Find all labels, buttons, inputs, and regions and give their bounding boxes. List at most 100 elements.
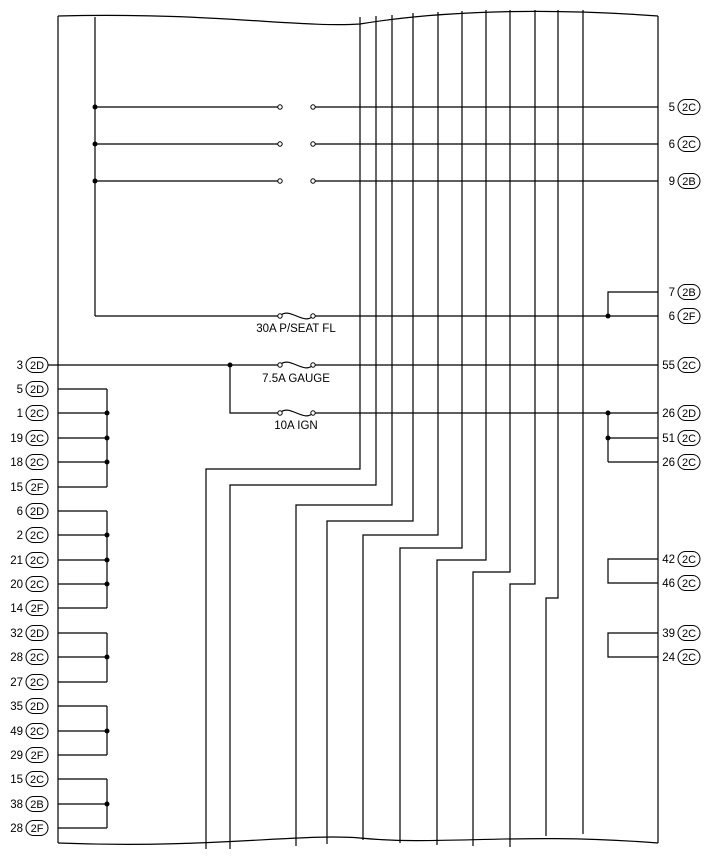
connector-id: 2C bbox=[30, 457, 44, 469]
pin-number: 55 bbox=[662, 360, 675, 372]
left-connector-11: 32 2D bbox=[10, 625, 49, 641]
pin-number: 3 bbox=[17, 360, 23, 372]
connector-id: 2C bbox=[682, 139, 696, 151]
pin-number: 28 bbox=[10, 652, 23, 664]
fuse-label-30a: 30A P/SEAT FL bbox=[256, 323, 336, 335]
pin-number: 21 bbox=[10, 555, 23, 567]
connector-id: 2D bbox=[30, 360, 44, 372]
connector-capsule bbox=[677, 99, 701, 115]
left-connector-3: 19 2C bbox=[10, 430, 49, 446]
connector-id: 2C bbox=[682, 554, 696, 566]
pin-number: 6 bbox=[669, 311, 675, 323]
connector-capsule bbox=[25, 552, 49, 568]
connector-capsule bbox=[677, 649, 701, 665]
connector-capsule bbox=[677, 454, 701, 470]
right-connector-8: 26 2C bbox=[662, 454, 701, 470]
connector-id: 2C bbox=[682, 578, 696, 590]
connector-capsule bbox=[25, 405, 49, 421]
connector-capsule bbox=[677, 575, 701, 591]
fuse-label-10a: 10A IGN bbox=[274, 420, 317, 432]
pin-number: 14 bbox=[10, 603, 23, 615]
connector-capsule bbox=[25, 723, 49, 739]
connector-id: 2C bbox=[30, 677, 44, 689]
left-bus-groups bbox=[58, 388, 110, 829]
pin-number: 29 bbox=[10, 750, 23, 762]
right-connector-11: 39 2C bbox=[662, 625, 701, 641]
left-connector-4: 18 2C bbox=[10, 454, 49, 470]
connector-id: 2C bbox=[682, 433, 696, 445]
right-connector-1: 6 2C bbox=[669, 136, 701, 152]
connector-id: 2F bbox=[683, 311, 696, 323]
left-connector-14: 35 2D bbox=[10, 698, 49, 714]
connector-id: 2C bbox=[30, 433, 44, 445]
pin-number: 18 bbox=[10, 457, 23, 469]
pin-number: 27 bbox=[10, 677, 23, 689]
connector-id: 2C bbox=[30, 555, 44, 567]
left-connector-13: 27 2C bbox=[10, 674, 49, 690]
connector-id: 2C bbox=[30, 579, 44, 591]
left-connector-12: 28 2C bbox=[10, 649, 49, 665]
connector-id: 2C bbox=[682, 457, 696, 469]
connector-capsule bbox=[25, 479, 49, 495]
connector-id: 2D bbox=[30, 384, 44, 396]
connector-capsule bbox=[25, 576, 49, 592]
connector-capsule bbox=[25, 747, 49, 763]
connector-id: 2D bbox=[30, 628, 44, 640]
connector-capsule bbox=[677, 284, 701, 300]
pin-number: 35 bbox=[10, 701, 23, 713]
connector-capsule bbox=[25, 820, 49, 836]
pin-number: 32 bbox=[10, 628, 23, 640]
connector-id: 2F bbox=[31, 482, 44, 494]
routed-wires bbox=[205, 10, 584, 849]
left-connector-0: 3 2D bbox=[17, 357, 49, 373]
left-connector-17: 15 2C bbox=[10, 771, 49, 787]
left-connector-16: 29 2F bbox=[10, 747, 49, 763]
pin-number: 15 bbox=[10, 774, 23, 786]
pin-number: 28 bbox=[10, 823, 23, 835]
connector-id: 2C bbox=[30, 652, 44, 664]
connector-id: 2B bbox=[682, 287, 695, 299]
pin-number: 1 bbox=[17, 408, 23, 420]
connector-id: 2C bbox=[30, 774, 44, 786]
connector-id: 2D bbox=[30, 506, 44, 518]
connector-capsule bbox=[25, 796, 49, 812]
right-connector-5: 55 2C bbox=[662, 357, 701, 373]
pin-number: 19 bbox=[10, 433, 23, 445]
pin-number: 6 bbox=[669, 139, 675, 151]
connector-id: 2D bbox=[30, 701, 44, 713]
fuse-labels: 30A P/SEAT FL 7.5A GAUGE 10A IGN bbox=[256, 323, 336, 432]
connector-id: 2C bbox=[682, 628, 696, 640]
left-connector-2: 1 2C bbox=[17, 405, 49, 421]
pin-number: 7 bbox=[669, 287, 675, 299]
connector-id: 2F bbox=[31, 750, 44, 762]
pin-number: 49 bbox=[10, 726, 23, 738]
connector-capsule bbox=[677, 430, 701, 446]
fuse-circuits bbox=[30, 291, 658, 463]
pin-number: 15 bbox=[10, 482, 23, 494]
pin-number: 26 bbox=[662, 457, 675, 469]
connector-capsule bbox=[25, 357, 49, 373]
connector-id: 2C bbox=[30, 530, 44, 542]
connector-id: 2C bbox=[30, 408, 44, 420]
connector-capsule bbox=[25, 674, 49, 690]
pin-number: 39 bbox=[662, 628, 675, 640]
connector-id: 2C bbox=[682, 360, 696, 372]
junction-block-outline bbox=[57, 10, 659, 845]
connector-capsule bbox=[25, 771, 49, 787]
connector-capsule bbox=[677, 308, 701, 324]
connector-capsule bbox=[25, 381, 49, 397]
pin-number: 5 bbox=[17, 384, 23, 396]
